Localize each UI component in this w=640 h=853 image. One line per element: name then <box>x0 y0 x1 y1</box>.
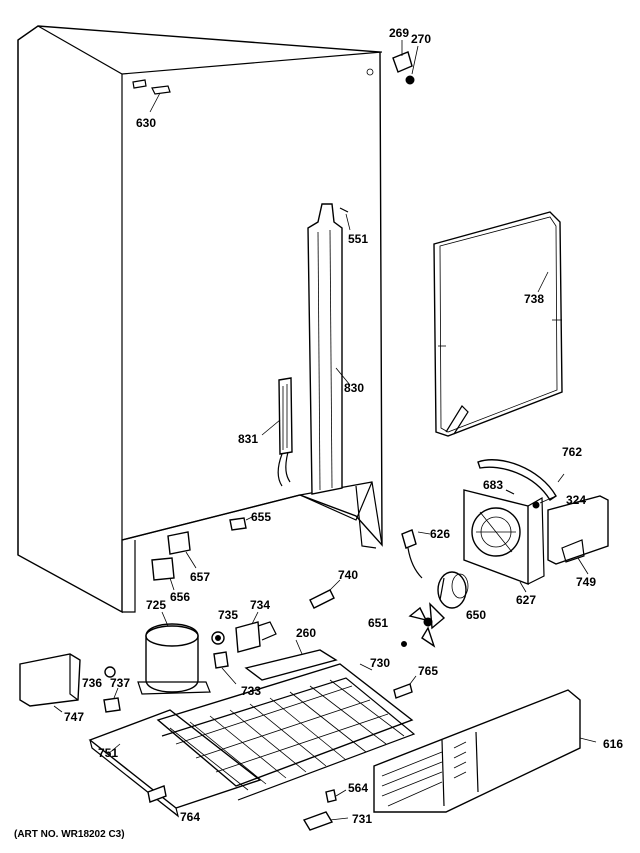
part-736-grommet <box>104 666 116 678</box>
label-269: 269 <box>389 26 409 40</box>
label-656: 656 <box>170 590 190 604</box>
label-749: 749 <box>576 575 596 589</box>
part-651-fan-blade <box>401 602 446 648</box>
label-650: 650 <box>466 608 486 622</box>
label-737: 737 <box>110 676 130 690</box>
part-734-overload <box>235 611 277 653</box>
part-630-clip <box>149 85 171 113</box>
label-831: 831 <box>238 432 258 446</box>
part-747-bracket <box>19 653 81 713</box>
part-731-bracket <box>302 811 349 831</box>
part-656-bracket <box>151 557 175 591</box>
part-751-base <box>88 709 262 818</box>
part-831-strip <box>261 377 293 487</box>
label-324: 324 <box>566 493 586 507</box>
label-738: 738 <box>524 292 544 306</box>
label-830: 830 <box>344 381 364 395</box>
label-736: 736 <box>82 676 102 690</box>
part-737-foot <box>103 687 121 713</box>
part-735-grommet <box>211 631 225 645</box>
part-738-gasket <box>433 211 563 437</box>
part-740-clip <box>309 579 341 609</box>
label-725: 725 <box>146 598 166 612</box>
label-735: 735 <box>218 608 238 622</box>
label-765: 765 <box>418 664 438 678</box>
part-765-clip <box>393 675 417 699</box>
label-762: 762 <box>562 445 582 459</box>
label-740: 740 <box>338 568 358 582</box>
label-731: 731 <box>352 812 372 826</box>
label-564: 564 <box>348 781 368 795</box>
label-655: 655 <box>251 510 271 524</box>
label-616: 616 <box>603 737 623 751</box>
part-730-condenser <box>156 663 416 801</box>
label-764: 764 <box>180 810 200 824</box>
label-747: 747 <box>64 710 84 724</box>
label-734: 734 <box>250 598 270 612</box>
part-830-channel <box>307 203 351 495</box>
part-749-cover <box>547 495 609 575</box>
part-616-grille <box>373 689 597 813</box>
label-270: 270 <box>411 32 431 46</box>
label-630: 630 <box>136 116 156 130</box>
label-733: 733 <box>241 684 261 698</box>
label-730: 730 <box>370 656 390 670</box>
part-725-compressor <box>137 611 211 695</box>
part-627-shroud <box>463 489 545 593</box>
label-683: 683 <box>483 478 503 492</box>
label-751: 751 <box>98 746 118 760</box>
part-269-hinge <box>392 40 419 85</box>
art-number: (ART NO. WR18202 C3) <box>14 829 125 840</box>
part-655-clip <box>229 515 255 531</box>
part-260-tray <box>244 639 338 681</box>
part-626-wire <box>401 529 431 579</box>
label-657: 657 <box>190 570 210 584</box>
part-551-screw <box>339 207 351 231</box>
refrigerator-cabinet <box>17 25 383 614</box>
part-564-screw <box>325 789 347 803</box>
part-657-bracket <box>167 531 197 569</box>
label-551: 551 <box>348 232 368 246</box>
part-733-relay <box>213 651 237 685</box>
part-762-tube <box>477 459 565 501</box>
label-260: 260 <box>296 626 316 640</box>
label-651: 651 <box>368 616 388 630</box>
part-labels: 269 270 630 551 738 830 831 762 683 324 … <box>14 26 623 840</box>
part-764-clip <box>147 785 177 815</box>
part-650-motor <box>437 571 469 609</box>
label-626: 626 <box>430 527 450 541</box>
label-627: 627 <box>516 593 536 607</box>
